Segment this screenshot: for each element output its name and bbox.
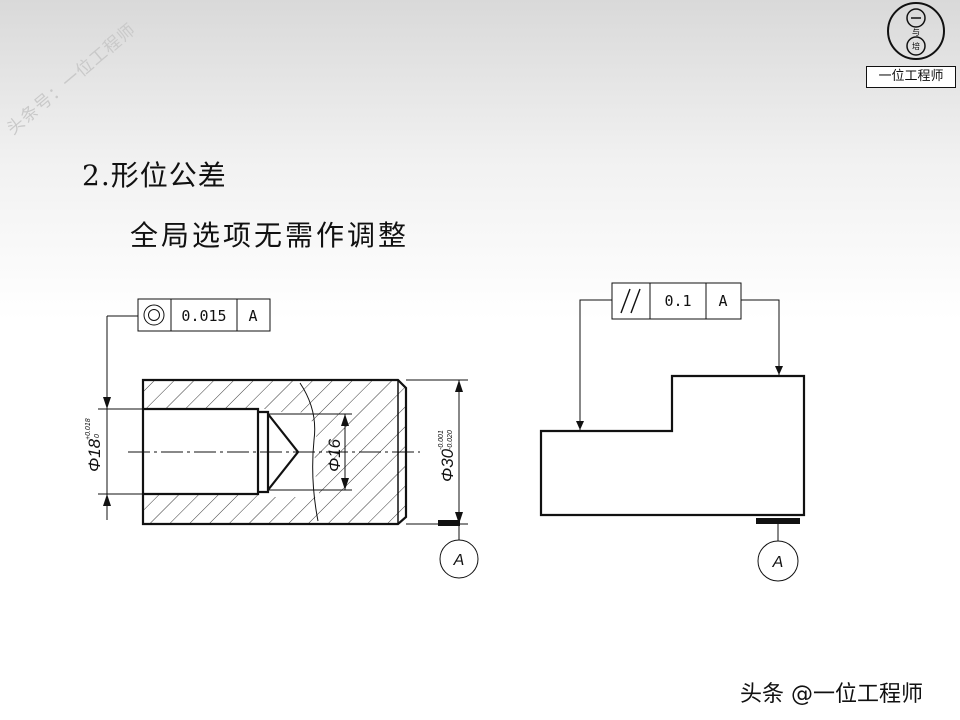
right-part-outline (539, 374, 806, 517)
brand-logo: 与 培 一位工程师 (866, 2, 958, 88)
left-part-bore (143, 407, 260, 496)
concentricity-icon (143, 304, 165, 326)
left-part-drawing: Φ18 +0.018 0 Φ16 Φ30 -0.001 -0.020 A (85, 298, 479, 579)
dim-bore-upper: +0.018 (85, 418, 92, 440)
dim-outer-lower: -0.020 (447, 430, 454, 450)
right-datum-triangle (756, 518, 800, 524)
left-part-section-hatch (143, 380, 406, 524)
logo-seal-icon: 与 培 (887, 2, 945, 60)
right-feature-control-frame: 0.1 A (611, 282, 742, 320)
right-fcf-tolerance: 0.1 (664, 292, 691, 310)
left-datum-triangle (438, 520, 460, 526)
right-datum-label: A (772, 554, 784, 571)
dim-outer-text: Φ30 (438, 448, 457, 482)
right-datum-bubble (757, 540, 799, 582)
dim-outer-upper: -0.001 (438, 430, 445, 450)
slide-subtitle: 全局选项无需作调整 (130, 219, 410, 252)
right-fcf-datum: A (718, 292, 727, 310)
left-datum-bubble (439, 539, 479, 579)
dim-inner-text: Φ16 (325, 438, 344, 472)
parallelism-icon (620, 288, 641, 314)
left-part-break-line (299, 382, 319, 522)
dim-bore-text: Φ18 (85, 438, 104, 472)
left-fcf-datum: A (248, 307, 257, 325)
left-part-breakout (258, 412, 320, 497)
right-part-drawing: A 0.1 A (539, 282, 806, 582)
left-datum-label: A (453, 552, 465, 569)
footer-credit: 头条 @一位工程师 (740, 682, 923, 707)
dim-bore-lower: 0 (94, 434, 101, 438)
slide-title: 2.形位公差 (82, 159, 227, 192)
left-feature-control-frame: 0.015 A (137, 298, 271, 332)
svg-text:与: 与 (912, 28, 920, 37)
svg-text:培: 培 (912, 41, 920, 51)
logo-label: 一位工程师 (866, 66, 956, 88)
left-fcf-tolerance: 0.015 (181, 307, 226, 325)
